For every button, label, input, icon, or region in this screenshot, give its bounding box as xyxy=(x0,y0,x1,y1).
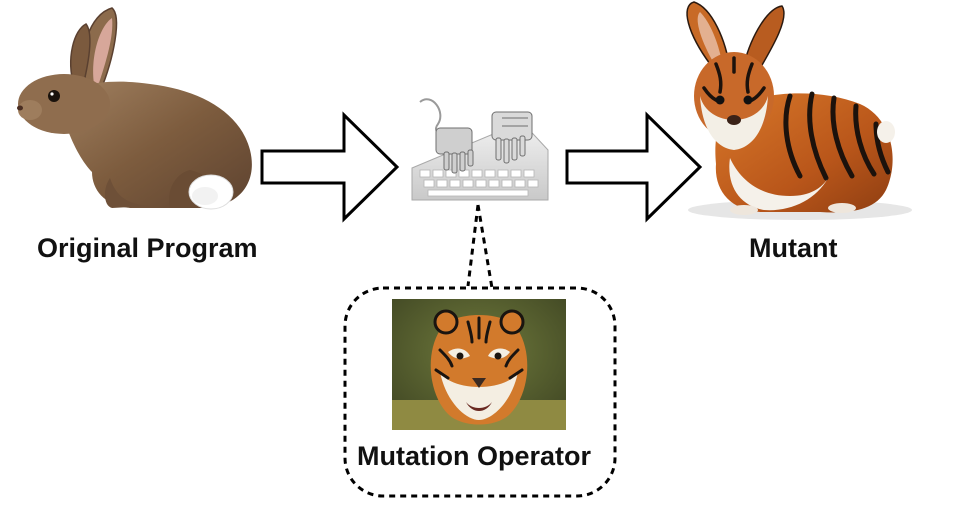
robot-keyboard-illustration xyxy=(411,98,549,201)
mutation-operator-label: Mutation Operator xyxy=(357,441,591,471)
arrow-right-2 xyxy=(565,111,703,223)
original-program-label: Original Program xyxy=(37,233,258,263)
tiger-photo xyxy=(392,299,566,430)
mutant-rabbit-illustration xyxy=(686,1,912,220)
rabbit-illustration xyxy=(17,7,252,210)
mutant-label: Mutant xyxy=(749,233,838,263)
arrow-right-1 xyxy=(260,111,400,223)
operator-callout-box xyxy=(343,286,617,498)
operator-callout-connector xyxy=(466,204,494,289)
